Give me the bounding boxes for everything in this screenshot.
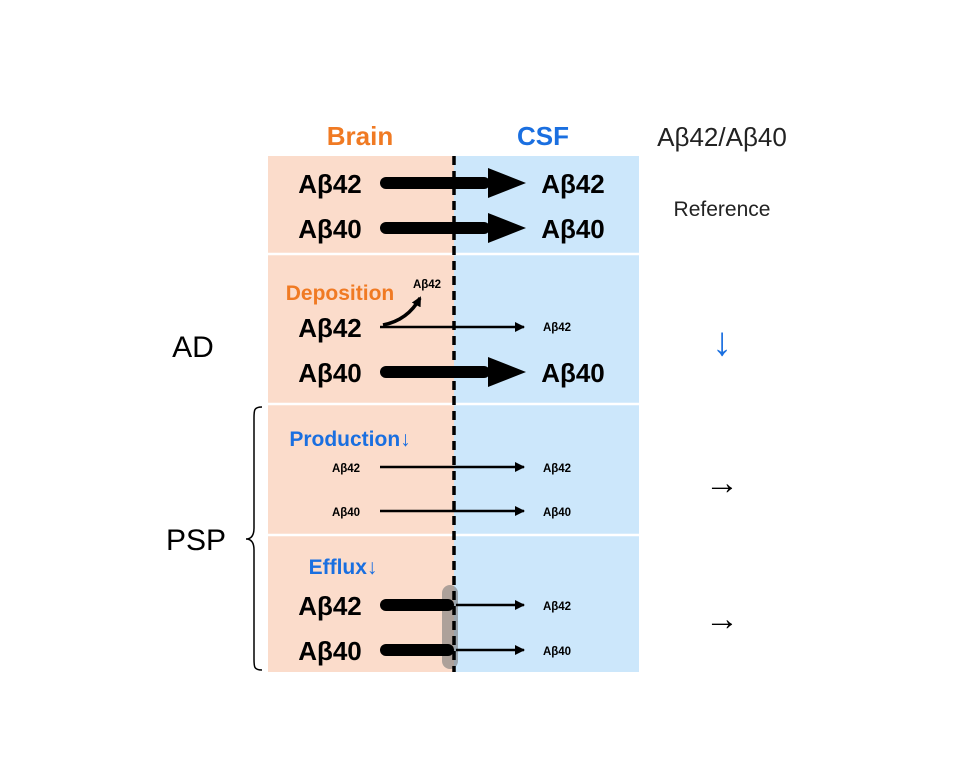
- row3-brain-ab40: Aβ40: [332, 507, 360, 519]
- csf-compartment: [454, 156, 639, 672]
- row4-ab42-thick-stub: [380, 599, 454, 611]
- row1-csf-ab40: Aβ40: [541, 214, 605, 244]
- row4-process-label: Efflux↓: [309, 556, 378, 579]
- header-ratio: Aβ42/Aβ40: [657, 122, 787, 152]
- row2-deposit-label: Aβ42: [413, 279, 441, 291]
- row3-csf-ab40: Aβ40: [543, 507, 571, 519]
- row1-ab40-thick-arrow: [380, 213, 526, 243]
- row1-csf-ab42: Aβ42: [541, 169, 605, 199]
- group-label-psp: PSP: [166, 524, 226, 557]
- row4-brain-ab42: Aβ42: [298, 591, 362, 621]
- row4-csf-ab40: Aβ40: [543, 646, 571, 658]
- brain-compartment: [268, 156, 454, 672]
- row4-ab40-thick-stub: [380, 644, 454, 656]
- row4-ratio-result: →: [705, 600, 739, 638]
- row1-ratio-result: Reference: [674, 198, 771, 221]
- psp-brace: [245, 406, 263, 671]
- header-brain: Brain: [327, 121, 393, 151]
- row2-deposition-curve-arrow: [382, 296, 422, 327]
- row2-ratio-result: ↓: [712, 320, 732, 364]
- row1-brain-ab42: Aβ42: [298, 169, 362, 199]
- row3-ratio-result: →: [705, 464, 739, 502]
- row2-ab40-thick-arrow: [380, 357, 526, 387]
- header-csf: CSF: [517, 121, 569, 151]
- row2-brain-ab40: Aβ40: [298, 358, 362, 388]
- row4-csf-ab42: Aβ42: [543, 601, 571, 613]
- row4-brain-ab40: Aβ40: [298, 636, 362, 666]
- row3-csf-ab42: Aβ42: [543, 463, 571, 475]
- row2-csf-ab42: Aβ42: [543, 322, 571, 334]
- row3-process-label: Production↓: [289, 428, 410, 451]
- row2-process-label: Deposition: [286, 282, 395, 305]
- row2-csf-ab40: Aβ40: [541, 358, 605, 388]
- row2-brain-ab42: Aβ42: [298, 313, 362, 343]
- row3-brain-ab42: Aβ42: [332, 463, 360, 475]
- row1-brain-ab40: Aβ40: [298, 214, 362, 244]
- row1-ab42-thick-arrow: [380, 168, 526, 198]
- group-label-ad: AD: [172, 331, 214, 364]
